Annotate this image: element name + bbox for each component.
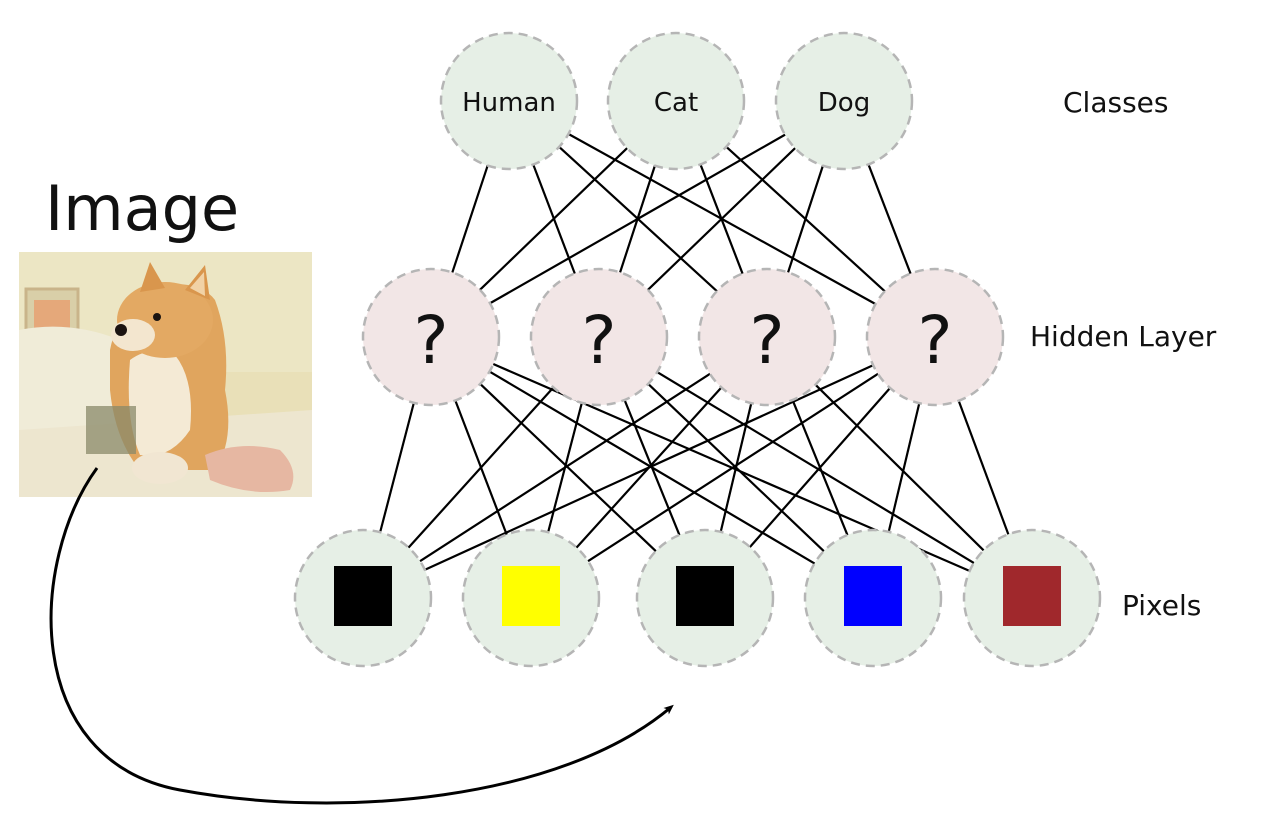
flow-arrow	[49, 467, 674, 805]
classes-label: Classes	[1063, 86, 1168, 119]
image-title: Image	[45, 172, 239, 245]
edge-hidden-pixel	[478, 381, 658, 554]
class-node-label: Cat	[654, 88, 698, 118]
hidden-node	[865, 267, 1005, 407]
shiba-inu-dog-photo-icon	[19, 252, 312, 497]
pixel-color-swatch	[1003, 566, 1061, 626]
connections	[378, 132, 1011, 573]
edge-hidden-pixel	[956, 398, 1011, 537]
edge-hidden-pixel	[422, 363, 876, 572]
hidden-node	[361, 267, 501, 407]
edge-hidden-pixel	[378, 400, 416, 535]
edge-class-hidden	[645, 145, 798, 293]
edge-class-hidden	[786, 163, 825, 275]
edge-class-hidden	[866, 162, 913, 276]
pixel-color-swatch	[844, 566, 902, 626]
edge-class-hidden	[450, 163, 490, 275]
edge-hidden-pixel	[719, 400, 753, 535]
hidden-node-label: ?	[917, 302, 952, 379]
edge-hidden-pixel	[406, 385, 556, 550]
edge-class-hidden	[477, 145, 630, 293]
edge-hidden-pixel	[813, 382, 986, 553]
nodes: Human Cat Dog????	[293, 31, 1102, 668]
class-node-cat	[606, 31, 746, 171]
edge-hidden-pixel	[747, 385, 893, 550]
edge-hidden-pixel	[654, 370, 977, 565]
edge-hidden-pixel	[417, 371, 713, 564]
hidden-node-label: ?	[413, 302, 448, 379]
pixel-color-swatch	[676, 566, 734, 626]
class-node-label: Dog	[818, 88, 870, 118]
hidden-node	[697, 267, 837, 407]
pixel-color-swatch	[502, 566, 560, 626]
pixel-color-swatch	[334, 566, 392, 626]
class-node-dog	[774, 31, 914, 171]
edge-class-hidden	[487, 132, 788, 306]
hidden-node-label: ?	[581, 302, 616, 379]
hidden-node-label: ?	[749, 302, 784, 379]
pixels-label: Pixels	[1122, 589, 1201, 622]
edge-hidden-pixel	[887, 400, 921, 535]
hidden-node	[529, 267, 669, 407]
edge-hidden-pixel	[622, 397, 682, 538]
class-node-human	[439, 31, 579, 171]
hidden-layer-label: Hidden Layer	[1030, 320, 1217, 353]
edge-hidden-pixel	[585, 371, 881, 564]
class-node-label: Human	[462, 88, 556, 118]
